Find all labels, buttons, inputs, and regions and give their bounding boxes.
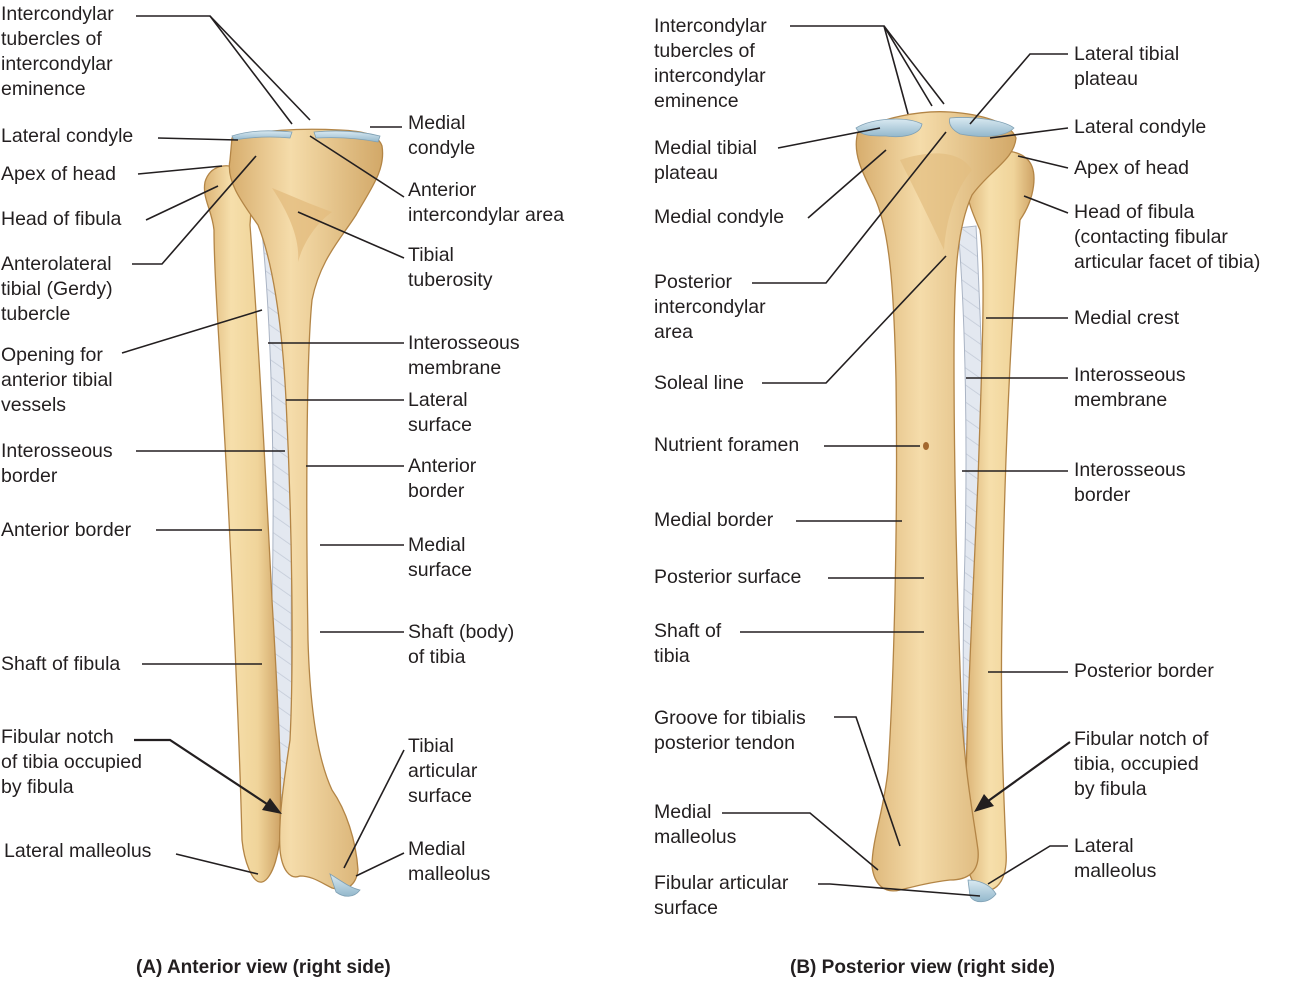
label-anterior-interosseous-border: Interosseous border: [1, 440, 113, 487]
label-posterior-interosseous-border: Interosseous border: [1074, 459, 1186, 506]
label-anterior-tibial-tuberosity: Tibial tuberosity: [408, 244, 493, 291]
label-anterior-anterior-border-tibia: Anterior border: [408, 455, 477, 502]
label-posterior-soleal-line: Soleal line: [654, 372, 744, 394]
label-anterior-anterior-intercondylar-area: Anterior intercondylar area: [408, 179, 565, 226]
label-posterior-posterior-intercondylar-area: Posterior intercondylar area: [654, 271, 766, 343]
label-posterior-medial-condyle: Medial condyle: [654, 206, 785, 228]
label-posterior-medial-crest: Medial crest: [1074, 307, 1180, 329]
label-posterior-posterior-surface: Posterior surface: [654, 566, 802, 588]
label-anterior-apex-of-head: Apex of head: [1, 163, 116, 185]
anterior-tibial-articular-surface: [329, 873, 361, 897]
label-posterior-groove-tibialis-posterior: Groove for tibialis posterior tendon: [654, 707, 806, 754]
label-posterior-medial-malleolus: Medial malleolus: [654, 801, 737, 848]
label-anterior-fibular-notch: Fibular notch of tibia occupied by fibul…: [1, 726, 142, 798]
label-posterior-nutrient-foramen: Nutrient foramen: [654, 434, 800, 456]
caption-anterior-view: (A) Anterior view (right side): [136, 957, 391, 978]
anterior-lateral-plateau-cartilage: [231, 130, 293, 141]
label-anterior-medial-condyle: Medial condyle: [408, 112, 476, 159]
posterior-fibula: [965, 150, 1035, 891]
posterior-tibia: [855, 111, 1017, 892]
label-anterior-medial-malleolus: Medial malleolus: [408, 838, 491, 885]
label-posterior-lateral-tibial-plateau: Lateral tibial plateau: [1074, 43, 1180, 90]
label-anterior-lateral-malleolus: Lateral malleolus: [4, 840, 152, 862]
label-anterior-shaft-of-fibula: Shaft of fibula: [1, 653, 121, 675]
label-anterior-opening-for-vessels: Opening for anterior tibial vessels: [1, 344, 113, 416]
nutrient-foramen-mark: [923, 442, 929, 450]
label-anterior-gerdy-tubercle: Anterolateral tibial (Gerdy) tubercle: [1, 253, 113, 325]
label-anterior-tibial-articular-surface: Tibial articular surface: [408, 735, 478, 807]
anterior-fibular-notch-arrow: [134, 738, 282, 814]
label-posterior-interosseous-membrane: Interosseous membrane: [1074, 364, 1186, 411]
posterior-medial-plateau-cartilage: [855, 118, 923, 138]
label-posterior-posterior-border: Posterior border: [1074, 660, 1214, 682]
label-anterior-medial-surface: Medial surface: [408, 534, 472, 581]
label-posterior-medial-border: Medial border: [654, 509, 774, 531]
anterior-medial-plateau-cartilage: [313, 130, 381, 143]
label-posterior-lateral-condyle: Lateral condyle: [1074, 116, 1207, 138]
anterior-fibula: [203, 165, 282, 883]
label-posterior-fibular-articular-surface: Fibular articular surface: [654, 872, 789, 919]
label-anterior-anterior-border-fibula: Anterior border: [1, 519, 132, 541]
label-posterior-intercondylar-tubercles: Intercondylar tubercles of intercondylar…: [654, 15, 767, 112]
label-anterior-lateral-condyle: Lateral condyle: [1, 125, 134, 147]
label-posterior-fibular-notch: Fibular notch of tibia, occupied by fibu…: [1074, 728, 1209, 800]
label-posterior-shaft-of-tibia: Shaft of tibia: [654, 620, 722, 667]
anterior-tibia: [228, 128, 384, 890]
anterior-leader-lines: [121, 15, 405, 877]
label-posterior-apex-of-head: Apex of head: [1074, 157, 1189, 179]
posterior-fibular-notch-arrow: [974, 741, 1071, 812]
label-anterior-intercondylar-tubercles: Intercondylar tubercles of intercondylar…: [1, 3, 114, 100]
caption-posterior-view: (B) Posterior view (right side): [790, 957, 1055, 978]
label-anterior-head-of-fibula: Head of fibula: [1, 208, 122, 230]
label-anterior-shaft-of-tibia: Shaft (body) of tibia: [408, 621, 515, 668]
label-posterior-head-of-fibula: Head of fibula (contacting fibular artic…: [1074, 201, 1261, 273]
label-posterior-medial-tibial-plateau: Medial tibial plateau: [654, 137, 757, 184]
label-anterior-lateral-surface: Lateral surface: [408, 389, 472, 436]
posterior-lateral-plateau-cartilage: [949, 117, 1015, 137]
label-anterior-interosseous-membrane: Interosseous membrane: [408, 332, 520, 379]
label-posterior-lateral-malleolus: Lateral malleolus: [1074, 835, 1157, 882]
posterior-leader-lines: [722, 25, 1069, 897]
